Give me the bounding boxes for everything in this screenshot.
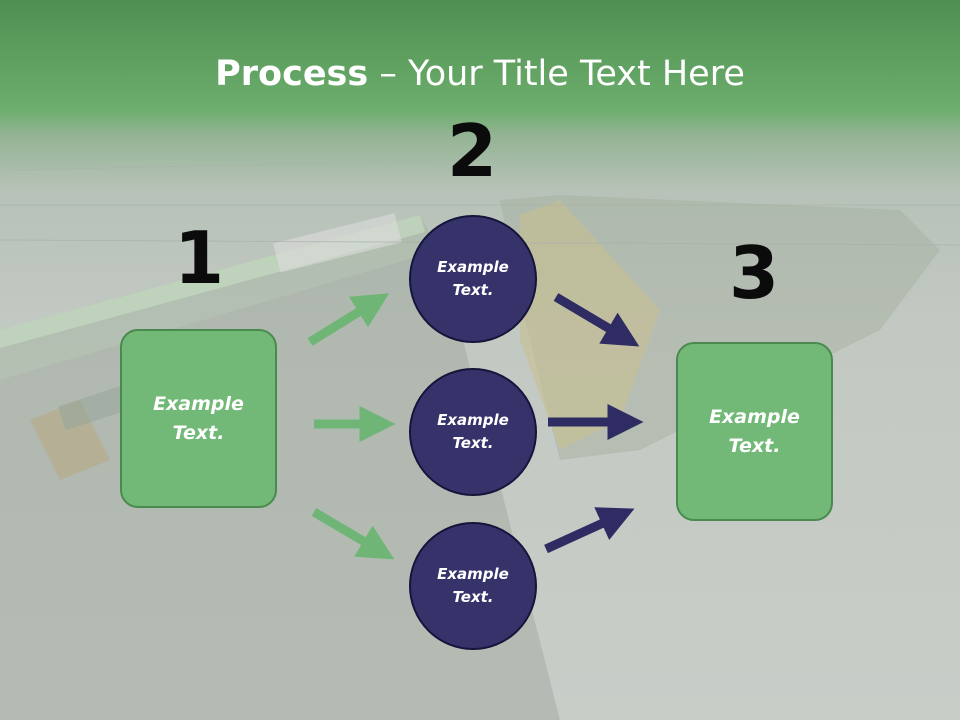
arrow-navy-up [544,507,635,554]
step-number-3: 3 [728,231,780,315]
arrow-navy-down [553,293,640,347]
circle-top: Example Text. [409,215,537,343]
step-number-1: 1 [173,216,225,300]
right-box-text: Example Text. [709,405,800,457]
arrow-green-up [307,293,390,346]
circle-middle-text: Example Text. [437,411,509,452]
step-number-2: 2 [446,109,498,193]
title-rest: – Your Title Text Here [368,54,745,94]
slide-title: Process – Your Title Text Here [0,52,960,96]
circle-bottom-text: Example Text. [437,565,509,606]
circle-top-text: Example Text. [437,258,509,299]
title-bold: Process [215,54,369,94]
left-box-text: Example Text. [153,392,244,444]
left-box: Example Text. [120,329,277,508]
circle-middle: Example Text. [409,368,537,496]
right-box: Example Text. [676,342,833,521]
arrow-green-down [311,508,395,560]
circle-bottom: Example Text. [409,522,537,650]
